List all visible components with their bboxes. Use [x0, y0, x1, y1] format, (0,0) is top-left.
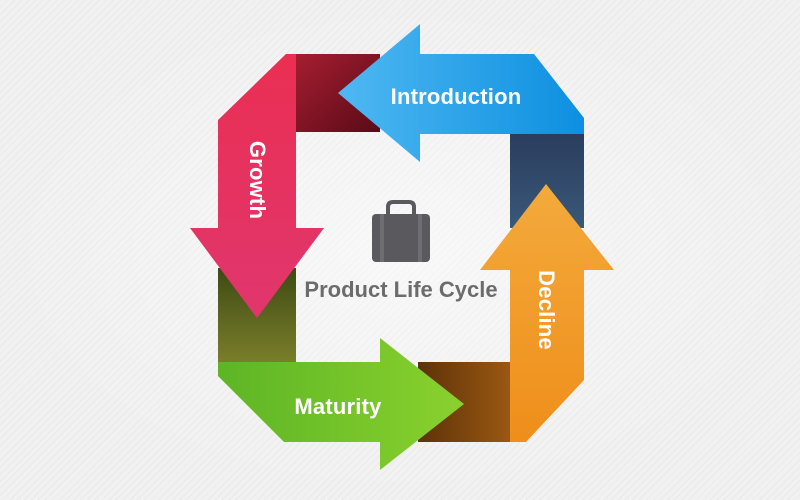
- connector-decline-introduction: [510, 134, 584, 228]
- introduction-label: Introduction: [391, 84, 522, 109]
- growth-arrow: [190, 54, 324, 318]
- center-title: Product Life Cycle: [304, 277, 497, 302]
- maturity-label: Maturity: [294, 394, 382, 419]
- briefcase-icon: [372, 200, 430, 262]
- decline-label: Decline: [534, 270, 559, 350]
- decline-arrow: [480, 184, 614, 442]
- introduction-arrow: [338, 24, 584, 162]
- growth-label: Growth: [245, 141, 270, 219]
- maturity-arrow: [218, 338, 464, 470]
